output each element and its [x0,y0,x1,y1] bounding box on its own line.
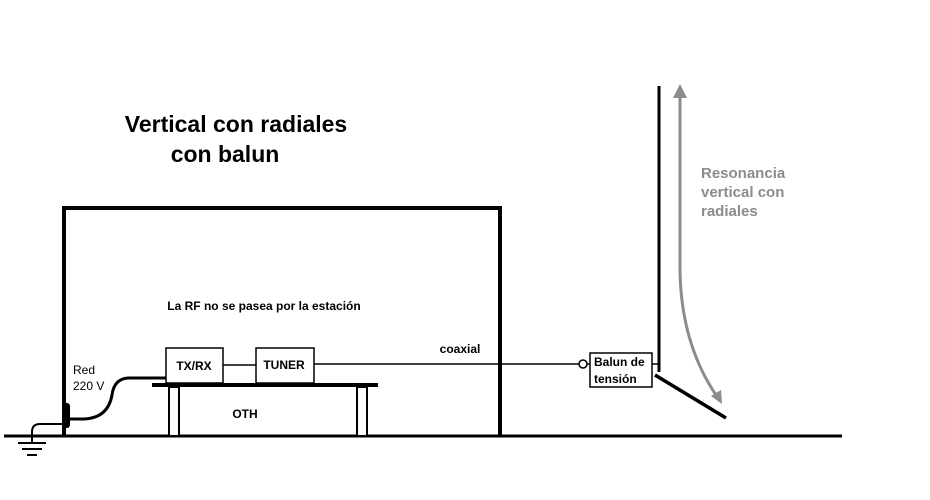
power-cable [69,376,166,421]
oth-label: OTH [232,407,257,421]
coax-connector-icon [578,359,588,369]
ground-wire [31,423,65,443]
ground-symbol-icon [18,442,46,456]
mains-label-line2: 220 V [73,379,104,393]
coax-label: coaxial [440,342,481,356]
txrx-label: TX/RX [176,359,211,373]
tuner-box [255,347,315,384]
wall-plug-icon [63,403,70,428]
txrx-box [165,347,224,384]
resonance-arrow-icon [673,84,722,404]
rf-note-label: La RF no se pasea por la estación [167,299,360,313]
resonance-label-line1: Resonancia [701,165,786,182]
radial-wire [654,373,727,420]
station-building [62,206,502,436]
resonance-label-line3: radiales [701,203,758,220]
balun-box [589,352,653,388]
diagram-title-line2: con balun [171,141,280,167]
balun-label-line2: tensión [594,372,637,386]
mains-label-line1: Red [73,363,95,377]
balun-label-line1: Balun de [594,355,645,369]
tuner-label: TUNER [263,358,305,372]
resonance-label-line2: vertical con [701,184,784,201]
diagram-title-line1: Vertical con radiales [125,111,347,137]
operating-table [152,383,378,437]
